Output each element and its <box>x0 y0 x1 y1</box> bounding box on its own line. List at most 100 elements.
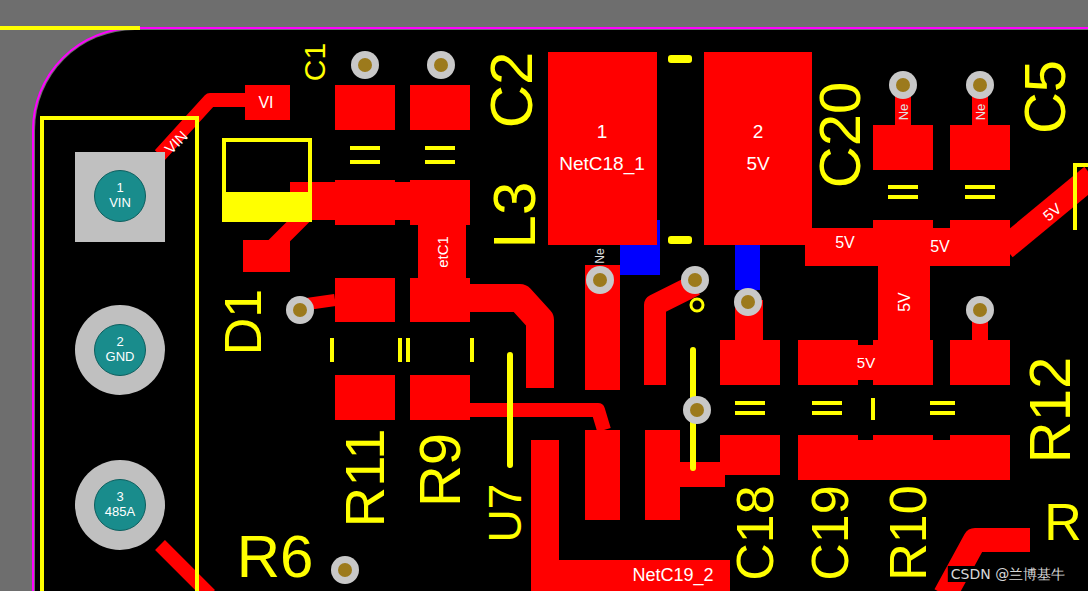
via-part <box>973 303 987 317</box>
inductor-pad: 1NetC18_1 <box>548 52 657 245</box>
part-designator: R6 <box>237 527 314 587</box>
via-part <box>741 295 755 309</box>
net-name: 5V <box>746 153 769 175</box>
part-designator: C20 <box>811 82 869 188</box>
pin-pads-part <box>75 460 165 550</box>
top-copper-part <box>470 298 540 388</box>
via-part <box>331 556 359 584</box>
via-part <box>896 78 910 92</box>
silkscreen-part <box>735 411 765 415</box>
net-label: 5V <box>897 292 913 312</box>
top-copper-part <box>410 278 470 322</box>
top-copper-part <box>160 545 210 591</box>
net-label: Ne <box>594 248 606 263</box>
top-copper-part <box>335 85 395 130</box>
net-name: NetC18_1 <box>559 153 645 175</box>
silkscreen-part <box>691 299 703 311</box>
part-designator: C5 <box>1016 60 1074 134</box>
board-outline-part <box>33 28 1088 591</box>
via-part <box>331 556 359 584</box>
part-designator: R10 <box>882 485 934 580</box>
part-designator: R12 <box>1021 357 1079 463</box>
silkscreen-part <box>425 160 455 164</box>
via-part <box>593 273 607 287</box>
silkscreen-part <box>888 195 918 199</box>
via <box>286 51 994 584</box>
net-label: 5V <box>835 235 855 251</box>
silkscreen-part <box>425 146 455 150</box>
silkscreen-part <box>812 401 842 405</box>
silkscreen-part <box>42 118 197 591</box>
via-part <box>690 403 704 417</box>
silkscreen-part <box>350 160 380 164</box>
top-copper-part <box>655 285 695 385</box>
silkscreen-part <box>871 398 875 420</box>
silkscreen-part <box>507 355 513 465</box>
part-designator: L3 <box>485 182 545 249</box>
top-copper <box>160 85 1088 591</box>
silkscreen-part <box>812 411 842 415</box>
part-designator: R <box>1044 496 1082 548</box>
via-part <box>966 71 994 99</box>
silkscreen-part <box>470 338 474 362</box>
bottom-copper-part <box>735 245 760 290</box>
pin-number: 3 <box>116 490 123 505</box>
via-part <box>973 78 987 92</box>
inductor-pad: 25V <box>704 52 812 245</box>
via-part <box>358 58 372 72</box>
top-copper-part <box>410 180 470 225</box>
via-part <box>681 266 709 294</box>
top-copper-part <box>245 85 290 120</box>
via-part <box>338 563 352 577</box>
pin-number: 2 <box>116 335 123 350</box>
top-copper-part <box>335 180 395 225</box>
net-name: VIN <box>109 196 131 211</box>
silkscreen-part <box>930 401 955 405</box>
top-copper-part <box>335 375 395 420</box>
silkscreen-part <box>668 55 692 63</box>
silkscreen-part <box>350 146 380 150</box>
pin-pads <box>75 152 165 550</box>
via-part <box>683 396 711 424</box>
silkscreen-part <box>330 338 334 362</box>
via-part <box>586 266 614 294</box>
part-designator: D1 <box>217 289 269 355</box>
top-copper-part <box>531 440 559 572</box>
net-label: 5V <box>857 355 875 370</box>
via-part <box>966 296 994 324</box>
via-part <box>683 396 711 424</box>
via-part <box>966 71 994 99</box>
via-part <box>427 51 455 79</box>
part-designator: C1 <box>300 43 330 81</box>
net-label: 5V <box>930 239 950 255</box>
top-copper-part <box>950 340 1010 385</box>
board-outline-part <box>35 30 1088 591</box>
watermark: CSDN @兰博基牛 <box>948 566 1068 582</box>
connector-pin: 1VIN <box>94 170 146 222</box>
top-copper-part <box>878 262 930 342</box>
board-outline-part <box>0 26 140 30</box>
part-designator: C2 <box>482 52 542 129</box>
top-copper-part <box>805 228 1010 266</box>
part-designator: R9 <box>411 433 469 507</box>
top-copper-part <box>645 462 725 487</box>
top-copper-part <box>798 340 858 385</box>
silkscreen-part <box>222 192 312 222</box>
via-part <box>286 296 314 324</box>
silkscreen-part <box>406 338 410 362</box>
silkscreen-part <box>668 236 692 244</box>
via-part <box>427 51 455 79</box>
part-designator: C18 <box>729 485 781 580</box>
via-part <box>286 296 314 324</box>
via-part <box>966 296 994 324</box>
top-copper-part <box>852 345 882 380</box>
pin-pads-part <box>75 152 165 242</box>
via-part <box>681 266 709 294</box>
via-part <box>734 288 762 316</box>
top-copper-part <box>531 560 730 591</box>
top-copper-part <box>798 440 1010 480</box>
top-copper-part <box>418 220 466 280</box>
connector-pin: 3485A <box>94 479 146 531</box>
net-label: etC1 <box>435 236 450 268</box>
